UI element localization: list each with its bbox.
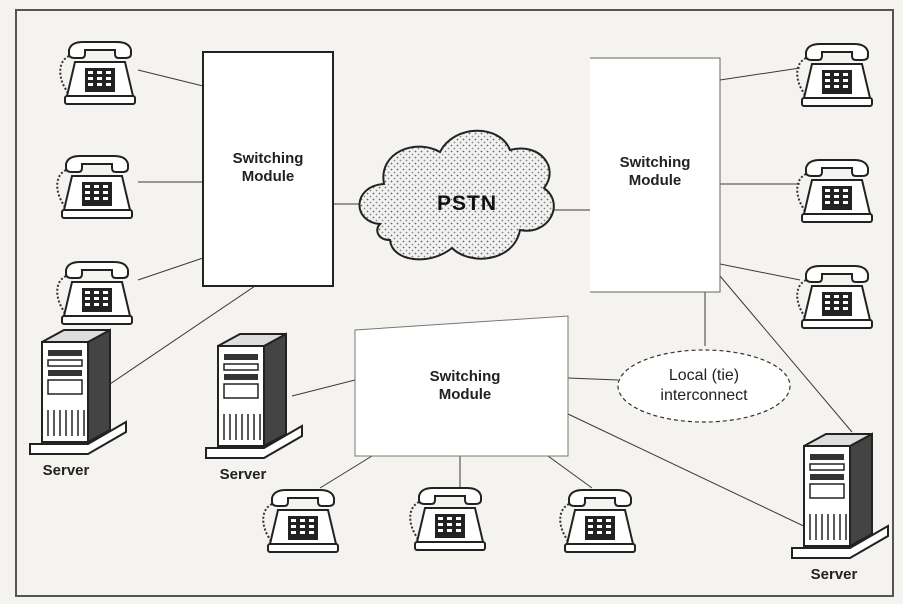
link-left-phone-1: [137, 69, 204, 87]
local-interconnect-ellipse: [617, 349, 791, 423]
server-tower-icon: [791, 433, 889, 559]
diagram-frame: [15, 9, 894, 597]
server-tower-icon: [29, 329, 127, 455]
link-bottom-phone-3: [547, 455, 593, 489]
connection-lines: [109, 67, 853, 531]
link-left-server: [109, 285, 256, 385]
module-label-text: Switching Module: [619, 154, 691, 189]
module-label-text: Switching Module: [232, 150, 304, 185]
link-left-phone-3: [137, 257, 204, 281]
link-right-phone-1: [719, 67, 801, 81]
switching-module-left: [202, 51, 334, 287]
interconnect-label-text: Local (tie) interconnect: [660, 367, 748, 404]
link-bottom-server: [291, 379, 356, 397]
switching-module-right-label: Switching Module: [595, 154, 715, 190]
server-tower-icon: [205, 333, 303, 459]
switching-module-bottom: [354, 315, 569, 457]
telephone-icon: [56, 155, 134, 219]
telephone-icon: [559, 489, 636, 553]
link-bottom-interconnect: [567, 377, 619, 381]
link-bottom-right-server: [567, 413, 813, 531]
pstn-label: PSTN: [437, 192, 498, 215]
server-label-middle: Server: [219, 466, 267, 483]
telephone-icon: [409, 487, 486, 551]
telephone-icon: [262, 489, 339, 553]
pstn-cloud: [358, 129, 555, 261]
switching-module-bottom-label: Switching Module: [400, 368, 530, 404]
switching-module-right: [590, 57, 721, 293]
server-label-right: Server: [810, 566, 858, 583]
telephone-icon: [59, 41, 137, 105]
link-right-phone-3: [719, 263, 801, 281]
telephone-icon: [796, 43, 873, 107]
module-label-text: Switching Module: [429, 368, 501, 403]
telephone-icon: [56, 261, 134, 325]
switching-module-left-label: Switching Module: [208, 150, 328, 186]
link-bottom-phone-1: [319, 455, 373, 489]
link-right-server: [719, 275, 853, 433]
server-label-left: Server: [42, 462, 90, 479]
telephone-icon: [796, 159, 873, 223]
local-interconnect-label: Local (tie) interconnect: [624, 366, 784, 406]
telephone-icon: [796, 265, 873, 329]
